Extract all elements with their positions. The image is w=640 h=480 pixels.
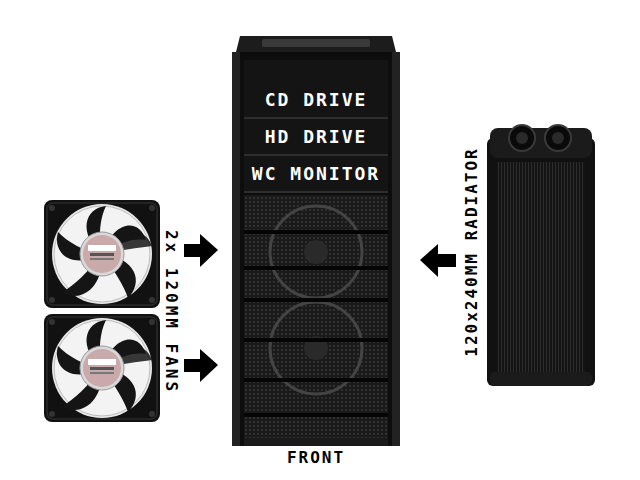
bay-label: WC MONITOR (252, 165, 380, 183)
fan-label: 2x 120MM FANS (163, 230, 179, 394)
fan-120mm (44, 200, 160, 308)
radiator-label: 120x240MM RADIATOR (464, 147, 480, 356)
radiator (487, 125, 595, 386)
pc-case (232, 36, 400, 446)
bay-label: HD DRIVE (265, 128, 368, 146)
arrow (420, 244, 456, 277)
fan-120mm (44, 314, 160, 422)
arrow (184, 234, 218, 267)
arrow (184, 349, 218, 382)
bay-label: CD DRIVE (265, 91, 368, 109)
front-label: FRONT (287, 450, 345, 466)
